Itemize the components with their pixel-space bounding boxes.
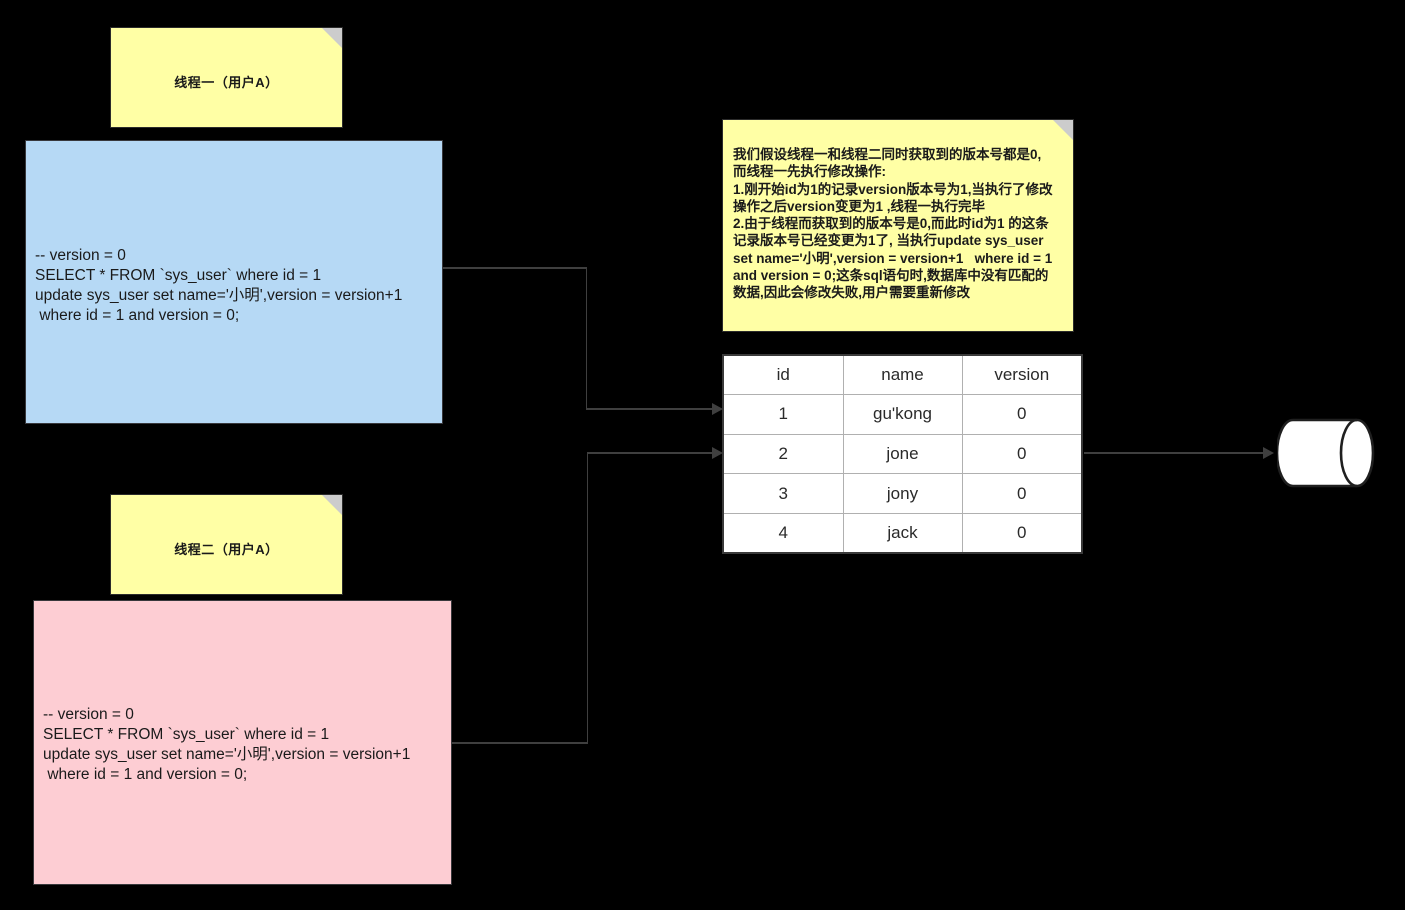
folded-corner-icon — [1053, 120, 1073, 140]
table-row[interactable]: 2 jone 0 — [724, 433, 1081, 475]
cell-version: 0 — [961, 473, 1081, 514]
cell-id: 3 — [724, 473, 844, 514]
cell-name: jone — [842, 433, 963, 475]
sticky-note-thread-two[interactable]: 线程二（用户A） — [110, 494, 343, 595]
sql-box-thread-one-text: -- version = 0 SELECT * FROM `sys_user` … — [35, 247, 403, 324]
sticky-note-explanation[interactable]: 我们假设线程一和线程二同时获取到的版本号都是0, 而线程一先执行修改操作: 1.… — [722, 119, 1074, 332]
cell-version: 0 — [961, 394, 1081, 435]
table-row[interactable]: 1 gu'kong 0 — [724, 394, 1081, 435]
cell-version: 0 — [961, 433, 1081, 475]
table-row[interactable]: 4 jack 0 — [724, 512, 1081, 552]
table-header-row: id name version — [724, 356, 1081, 396]
table-header-id: id — [724, 356, 844, 396]
sql-box-thread-two[interactable]: -- version = 0 SELECT * FROM `sys_user` … — [33, 600, 452, 885]
database-cylinder-icon[interactable] — [1275, 418, 1379, 488]
connector-thread-two-segment-3 — [586, 452, 716, 454]
explanation-text: 我们假设线程一和线程二同时获取到的版本号都是0, 而线程一先执行修改操作: 1.… — [733, 147, 1053, 301]
cell-id: 2 — [724, 433, 844, 475]
cell-id: 4 — [724, 512, 844, 552]
cell-name: jony — [842, 473, 963, 514]
cell-name: jack — [842, 512, 963, 552]
connector-thread-two-segment-2 — [586, 452, 589, 743]
table-header-name: name — [842, 356, 963, 396]
folded-corner-icon — [322, 28, 342, 48]
sys-user-table[interactable]: id name version 1 gu'kong 0 2 jone 0 3 j… — [722, 354, 1083, 554]
sticky-note-thread-two-label: 线程二（用户A） — [174, 542, 279, 557]
table-header-version: version — [961, 356, 1081, 396]
connector-thread-one-segment-3 — [585, 408, 716, 410]
sticky-note-thread-one-label: 线程一（用户A） — [174, 75, 279, 90]
connector-thread-one-segment-2 — [585, 267, 588, 409]
cell-version: 0 — [961, 512, 1081, 552]
arrow-head-thread-one-to-table — [712, 403, 723, 415]
connector-thread-one-segment-1 — [443, 267, 587, 269]
sticky-note-thread-one[interactable]: 线程一（用户A） — [110, 27, 343, 128]
cell-id: 1 — [724, 394, 844, 435]
folded-corner-icon — [322, 495, 342, 515]
table-row[interactable]: 3 jony 0 — [724, 473, 1081, 514]
connector-table-to-database — [1084, 452, 1266, 454]
cell-name: gu'kong — [842, 394, 963, 435]
sql-box-thread-one[interactable]: -- version = 0 SELECT * FROM `sys_user` … — [25, 140, 443, 424]
sql-box-thread-two-text: -- version = 0 SELECT * FROM `sys_user` … — [43, 706, 411, 783]
connector-thread-two-segment-1 — [452, 742, 588, 744]
arrow-head-thread-two-to-table — [712, 447, 723, 459]
database-cylinder-shape — [1275, 418, 1375, 488]
arrow-head-table-to-database — [1263, 447, 1274, 459]
